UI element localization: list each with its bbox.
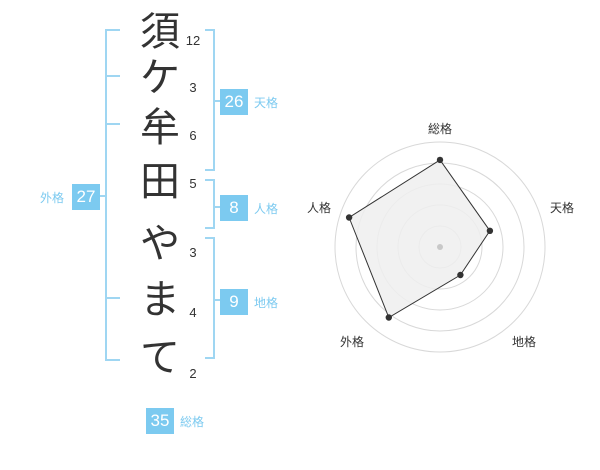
tenkaku-label: 天格 xyxy=(254,96,279,110)
gaikaku-badge: 27 xyxy=(72,184,100,210)
stroke-count-7: 2 xyxy=(189,366,197,381)
jinkaku-label: 人格 xyxy=(254,202,279,216)
radar-axis-label-tenkaku: 天格 xyxy=(549,201,574,215)
name-char-7: て xyxy=(140,335,180,381)
soukaku-badge: 35 xyxy=(146,408,174,434)
stroke-count-2: 3 xyxy=(189,80,197,95)
name-char-5: や xyxy=(140,221,180,267)
radar-point-soukaku xyxy=(436,156,444,164)
name-char-1: 須 xyxy=(140,9,180,55)
radar-axis-label-soukaku: 総格 xyxy=(427,122,452,136)
name-char-4: 田 xyxy=(140,159,180,205)
radar-point-tenkaku xyxy=(486,227,494,234)
name-char-6: ま xyxy=(140,277,180,323)
stroke-count-5: 3 xyxy=(189,245,197,260)
stroke-count-3: 6 xyxy=(189,128,197,143)
radar-point-jinkaku xyxy=(345,214,353,221)
stroke-count-6: 4 xyxy=(189,305,197,320)
radar-center-dot xyxy=(437,244,443,250)
jinkaku-badge: 8 xyxy=(220,195,248,221)
radar-axis-label-jinkaku: 人格 xyxy=(306,201,331,215)
chikaku-label: 地格 xyxy=(254,296,279,310)
tenkaku-badge: 26 xyxy=(220,89,248,115)
radar-axis-label-chikaku: 地格 xyxy=(511,335,536,349)
chikaku-bracket xyxy=(205,237,215,359)
radar-point-chikaku xyxy=(457,271,464,279)
radar-point-gaikaku xyxy=(385,314,392,321)
chikaku-badge: 9 xyxy=(220,289,248,315)
name-char-3: 牟 xyxy=(140,105,180,151)
radar-axis-label-gaikaku: 外格 xyxy=(339,335,364,349)
soukaku-label: 総格 xyxy=(180,415,205,429)
radar-data-polygon xyxy=(348,159,491,319)
gaikaku-label: 外格 xyxy=(40,191,65,205)
jinkaku-bracket xyxy=(205,179,215,229)
name-char-2: ケ xyxy=(140,55,180,101)
stroke-count-1: 12 xyxy=(185,33,201,48)
stroke-count-4: 5 xyxy=(189,176,197,191)
